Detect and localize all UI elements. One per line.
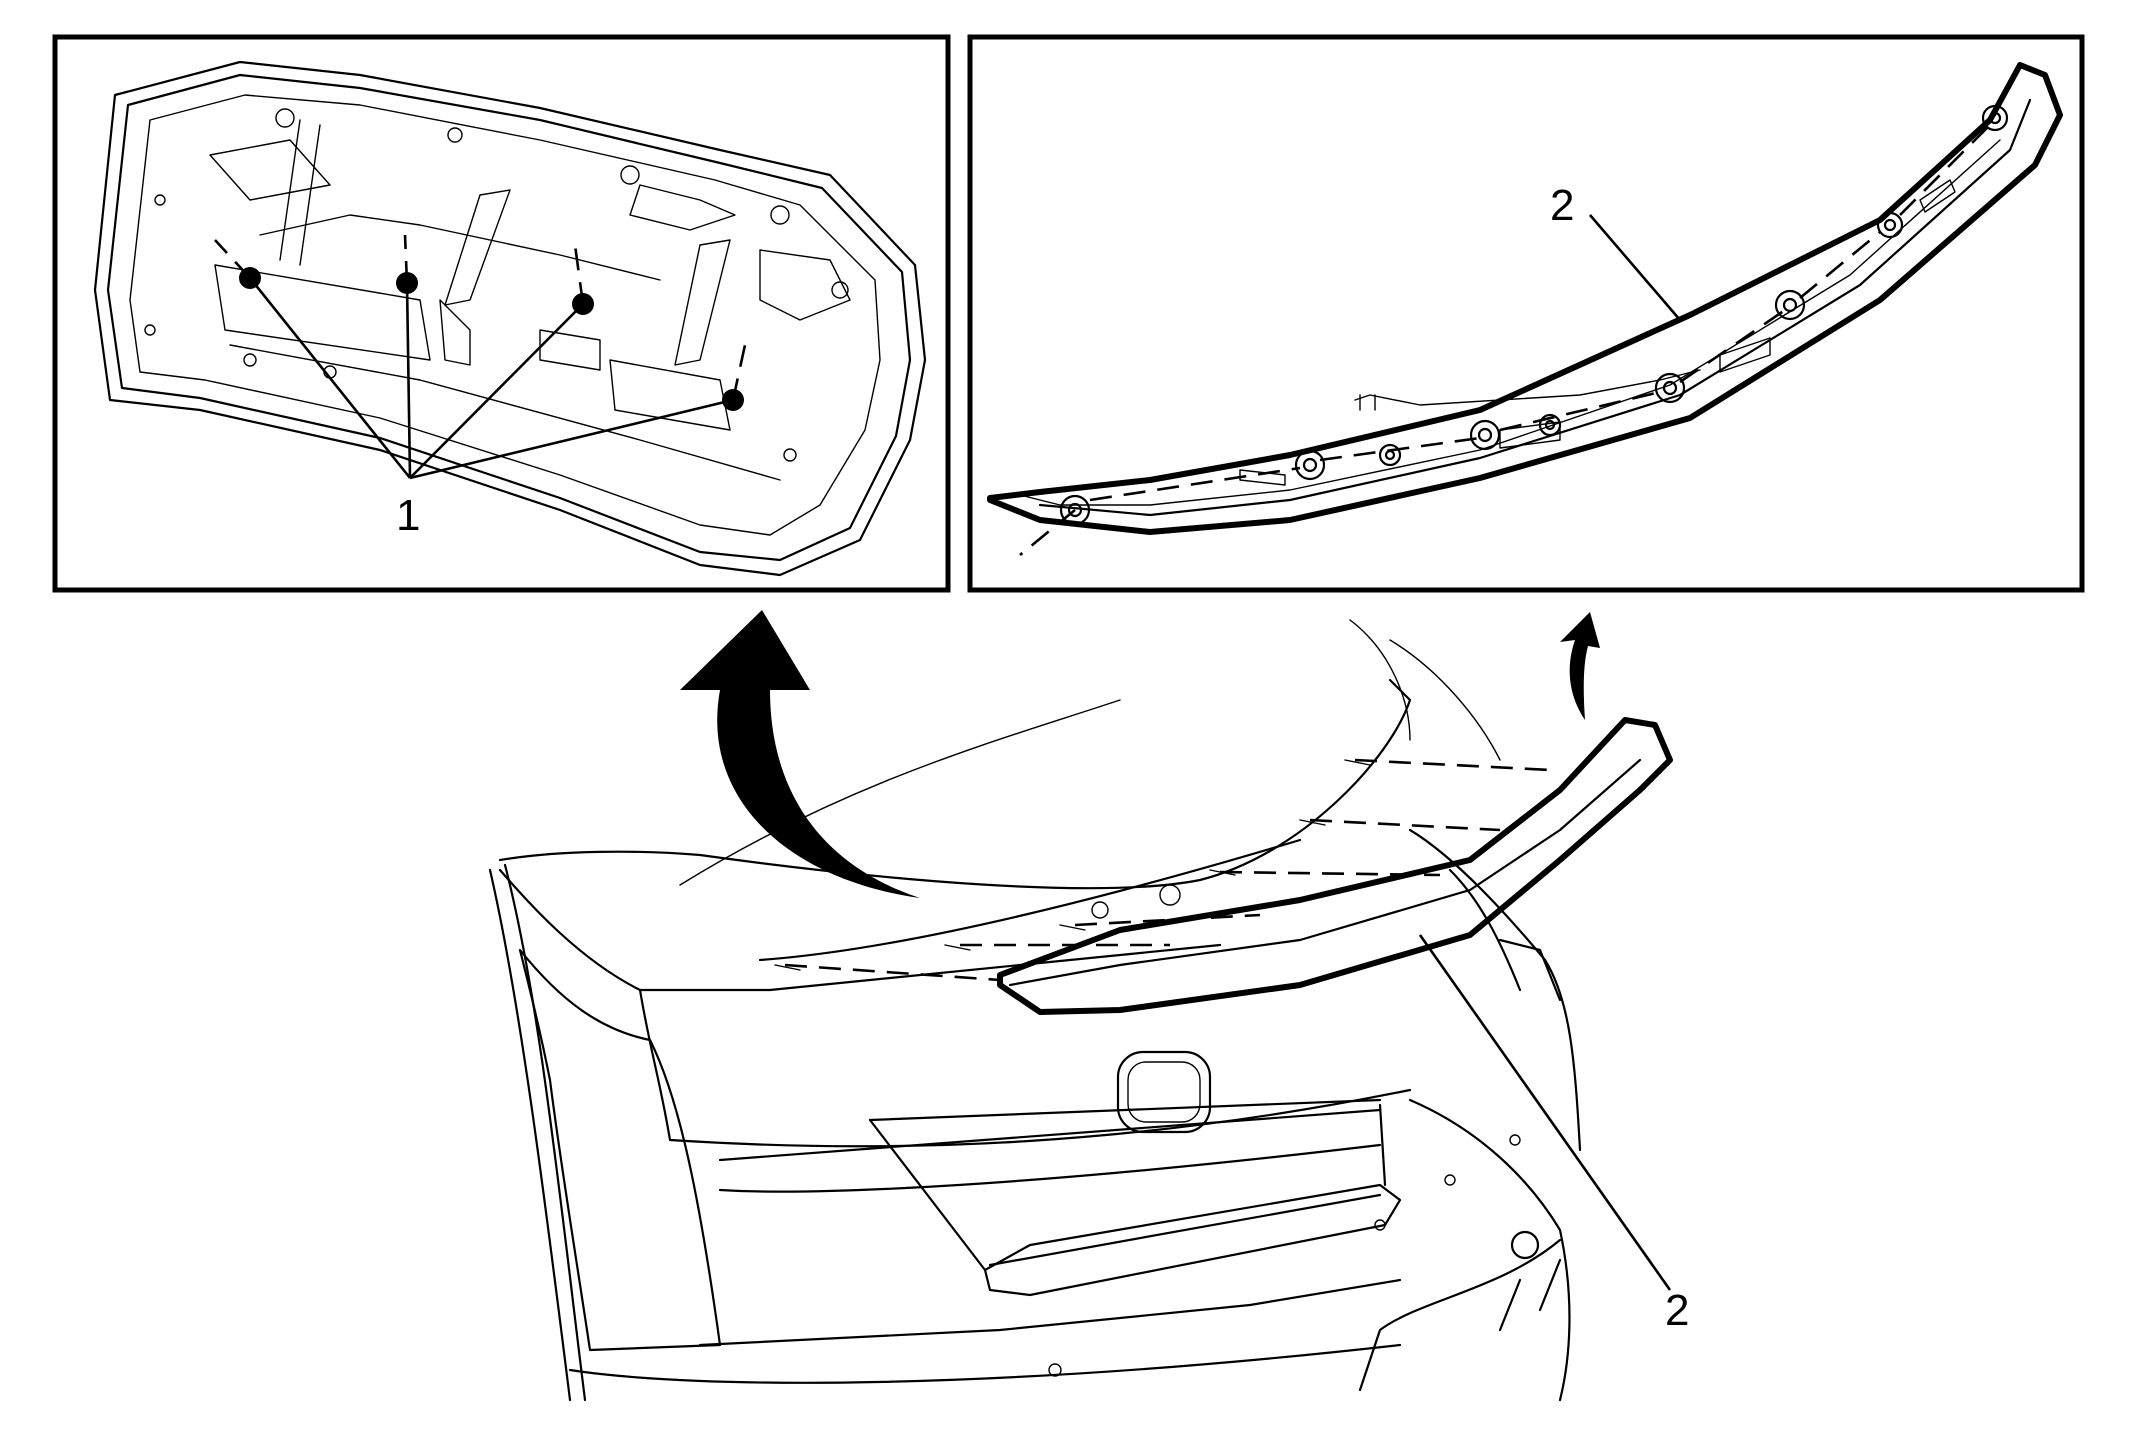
callout-1-label: 1 [396, 491, 420, 540]
left-curved-arrow [680, 610, 920, 898]
callout-2-vehicle-leader [1418, 934, 1672, 1291]
callout-2-vehicle-label: 2 [1665, 1286, 1689, 1335]
spoiler-studs [1059, 104, 2009, 526]
callout-2-detail-label: 2 [1550, 181, 1574, 230]
right-curved-arrow [1560, 612, 1600, 720]
spoiler-underside [987, 62, 2063, 557]
spoiler-on-vehicle [997, 717, 1673, 1015]
trunk-lid-detail-panel: 1 [52, 34, 951, 593]
vehicle-rear-view [488, 619, 1582, 1402]
trunk-lid-inner-panel [93, 60, 927, 577]
spoiler-detail-panel: 2 [967, 34, 2085, 593]
callout-1-leaders [248, 277, 734, 480]
callout-2-detail-leader [1589, 214, 1681, 321]
